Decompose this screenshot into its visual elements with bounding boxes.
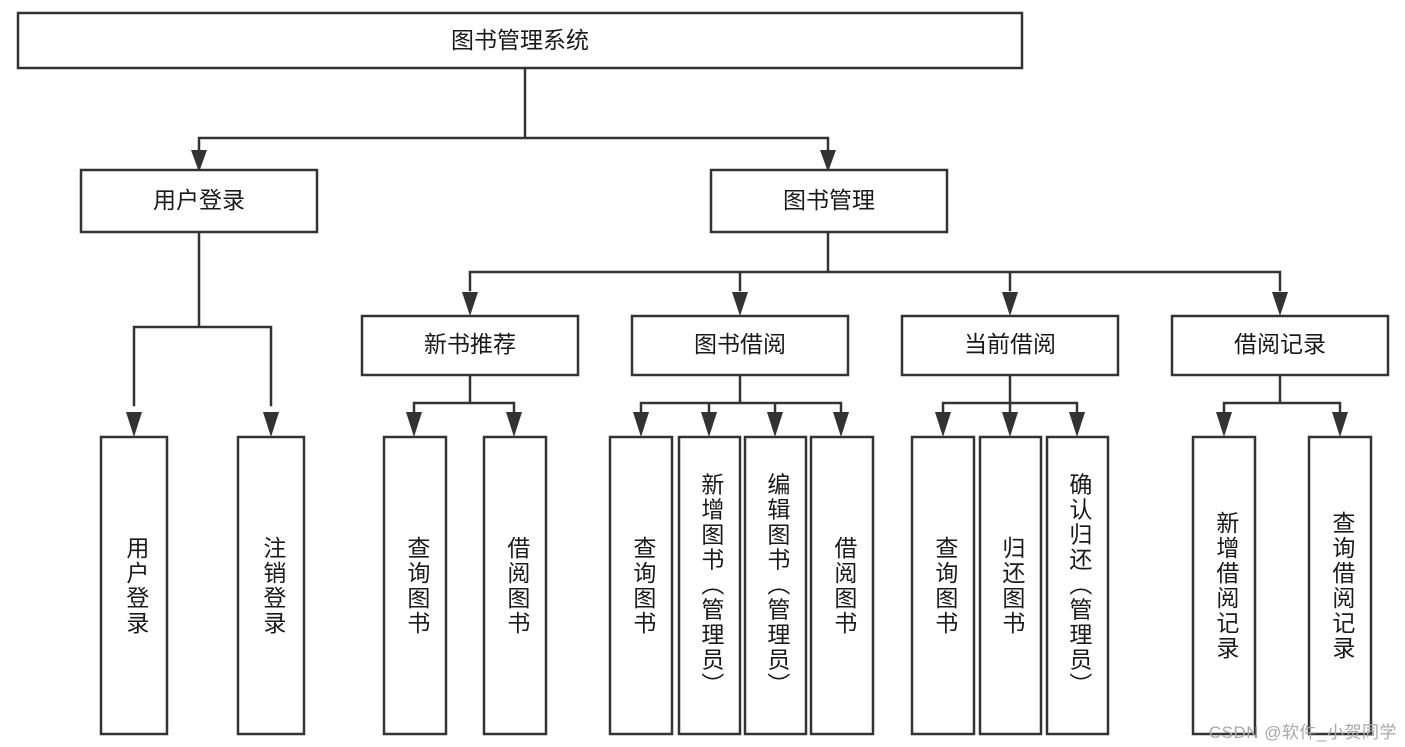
node-leaf-user-login[interactable]: 用户登录 <box>99 435 169 736</box>
node-leaf-borrow-book-recommend-box[interactable] <box>482 435 548 736</box>
node-book-manage-label: 图书管理 <box>783 187 875 213</box>
node-new-book-recommend-label: 新书推荐 <box>424 331 516 357</box>
node-new-book-recommend-box[interactable] <box>360 314 580 377</box>
connector-current-borrow-to-leaves <box>941 373 1079 417</box>
connector-book-borrow-to-leaves <box>639 373 843 417</box>
node-book-manage[interactable]: 图书管理 <box>709 168 949 234</box>
node-new-book-recommend[interactable]: 新书推荐 <box>360 314 580 377</box>
node-leaf-query-book-current-label: 查询图书 <box>932 536 959 636</box>
arrow-to-book-borrow <box>732 292 748 316</box>
node-leaf-return-book-label: 归还图书 <box>999 536 1026 636</box>
node-user-login-label: 用户登录 <box>153 187 245 213</box>
arrow-to-leaf-query-book-2 <box>633 412 649 437</box>
node-leaf-borrow-book-label: 借阅图书 <box>831 536 858 636</box>
node-root-box[interactable] <box>16 11 1024 70</box>
node-leaf-add-book[interactable]: 新增图书（管理员） <box>677 435 742 736</box>
connector-root-to-level2 <box>197 66 830 162</box>
node-book-borrow-label: 图书借阅 <box>694 331 786 357</box>
node-leaf-edit-book-label: 编辑图书（管理员） <box>764 473 791 698</box>
node-borrow-record-label: 借阅记录 <box>1234 331 1326 357</box>
node-leaf-query-record[interactable]: 查询借阅记录 <box>1307 435 1373 736</box>
node-root-label: 图书管理系统 <box>451 27 589 53</box>
node-leaf-query-book-recommend-box[interactable] <box>382 435 448 736</box>
node-leaf-add-record-label: 新增借阅记录 <box>1213 511 1240 661</box>
arrow-to-new-book <box>462 292 478 316</box>
arrow-to-leaf-borrow-book-2 <box>833 412 849 437</box>
node-leaf-query-book-borrow-box[interactable] <box>608 435 674 736</box>
node-leaf-query-book-recommend-label: 查询图书 <box>404 536 431 636</box>
node-leaf-confirm-return-label: 确认归还（管理员） <box>1066 473 1093 698</box>
node-leaf-user-login-box[interactable] <box>99 435 169 736</box>
node-book-manage-box[interactable] <box>709 168 949 234</box>
node-user-login-box[interactable] <box>79 168 319 234</box>
connector-borrow-record-to-leaves <box>1222 373 1342 417</box>
node-leaf-query-record-label: 查询借阅记录 <box>1329 511 1356 661</box>
node-leaf-confirm-return-box[interactable] <box>1045 435 1110 736</box>
node-book-borrow[interactable]: 图书借阅 <box>630 314 850 377</box>
node-leaf-query-book-borrow[interactable]: 查询图书 <box>608 435 674 736</box>
node-leaf-edit-book[interactable]: 编辑图书（管理员） <box>743 435 808 736</box>
node-leaf-add-record-box[interactable] <box>1191 435 1257 736</box>
arrow-to-leaf-query-book-3 <box>935 412 951 437</box>
node-leaf-return-book[interactable]: 归还图书 <box>978 435 1043 736</box>
node-current-borrow-box[interactable] <box>900 314 1120 377</box>
arrow-to-current-borrow <box>1002 292 1018 316</box>
node-leaf-user-login-label: 用户登录 <box>123 536 150 636</box>
node-leaf-logout[interactable]: 注销登录 <box>236 435 306 736</box>
node-leaf-borrow-book-box[interactable] <box>809 435 875 736</box>
node-leaf-logout-box[interactable] <box>236 435 306 736</box>
arrow-to-leaf-edit-book <box>767 412 783 437</box>
node-current-borrow-label: 当前借阅 <box>964 331 1056 357</box>
arrow-to-borrow-record <box>1272 292 1288 316</box>
node-leaf-edit-book-box[interactable] <box>743 435 808 736</box>
connector-new-book-to-leaves <box>412 373 516 417</box>
node-leaf-query-record-box[interactable] <box>1307 435 1373 736</box>
node-user-login[interactable]: 用户登录 <box>79 168 319 234</box>
arrow-to-leaf-borrow-book-1 <box>506 412 522 437</box>
arrow-to-book-manage <box>820 150 836 172</box>
arrow-to-leaf-add-book <box>701 412 717 437</box>
node-book-borrow-box[interactable] <box>630 314 850 377</box>
node-leaf-logout-label: 注销登录 <box>260 536 287 636</box>
arrow-to-leaf-confirm-return <box>1069 412 1085 437</box>
node-leaf-add-book-box[interactable] <box>677 435 742 736</box>
node-borrow-record-box[interactable] <box>1170 314 1390 377</box>
node-leaf-add-book-label: 新增图书（管理员） <box>698 473 725 698</box>
arrow-to-user-login <box>191 150 207 172</box>
connector-layer <box>126 66 1348 437</box>
node-current-borrow[interactable]: 当前借阅 <box>900 314 1120 377</box>
node-leaf-borrow-book-recommend[interactable]: 借阅图书 <box>482 435 548 736</box>
node-borrow-record[interactable]: 借阅记录 <box>1170 314 1390 377</box>
node-leaf-confirm-return[interactable]: 确认归还（管理员） <box>1045 435 1110 736</box>
connector-book-manage-to-level3 <box>468 230 1282 292</box>
node-leaf-borrow-book-recommend-label: 借阅图书 <box>504 536 531 636</box>
node-root-system[interactable]: 图书管理系统 <box>16 11 1024 70</box>
node-leaf-return-book-box[interactable] <box>978 435 1043 736</box>
arrow-to-leaf-query-record <box>1332 412 1348 437</box>
node-leaf-borrow-book[interactable]: 借阅图书 <box>809 435 875 736</box>
arrow-to-leaf-logout <box>263 412 279 437</box>
arrow-to-leaf-user-login <box>126 412 142 437</box>
node-leaf-add-record[interactable]: 新增借阅记录 <box>1191 435 1257 736</box>
node-leaf-query-book-current[interactable]: 查询图书 <box>910 435 976 736</box>
node-leaf-query-book-borrow-label: 查询图书 <box>630 536 657 636</box>
arrow-to-leaf-add-record <box>1216 412 1232 437</box>
arrow-to-leaf-query-book-1 <box>406 412 422 437</box>
arrow-to-leaf-return-book <box>1002 412 1018 437</box>
node-leaf-query-book-current-box[interactable] <box>910 435 976 736</box>
node-leaf-query-book-recommend[interactable]: 查询图书 <box>382 435 448 736</box>
connector-user-login-to-leaves <box>132 230 273 407</box>
